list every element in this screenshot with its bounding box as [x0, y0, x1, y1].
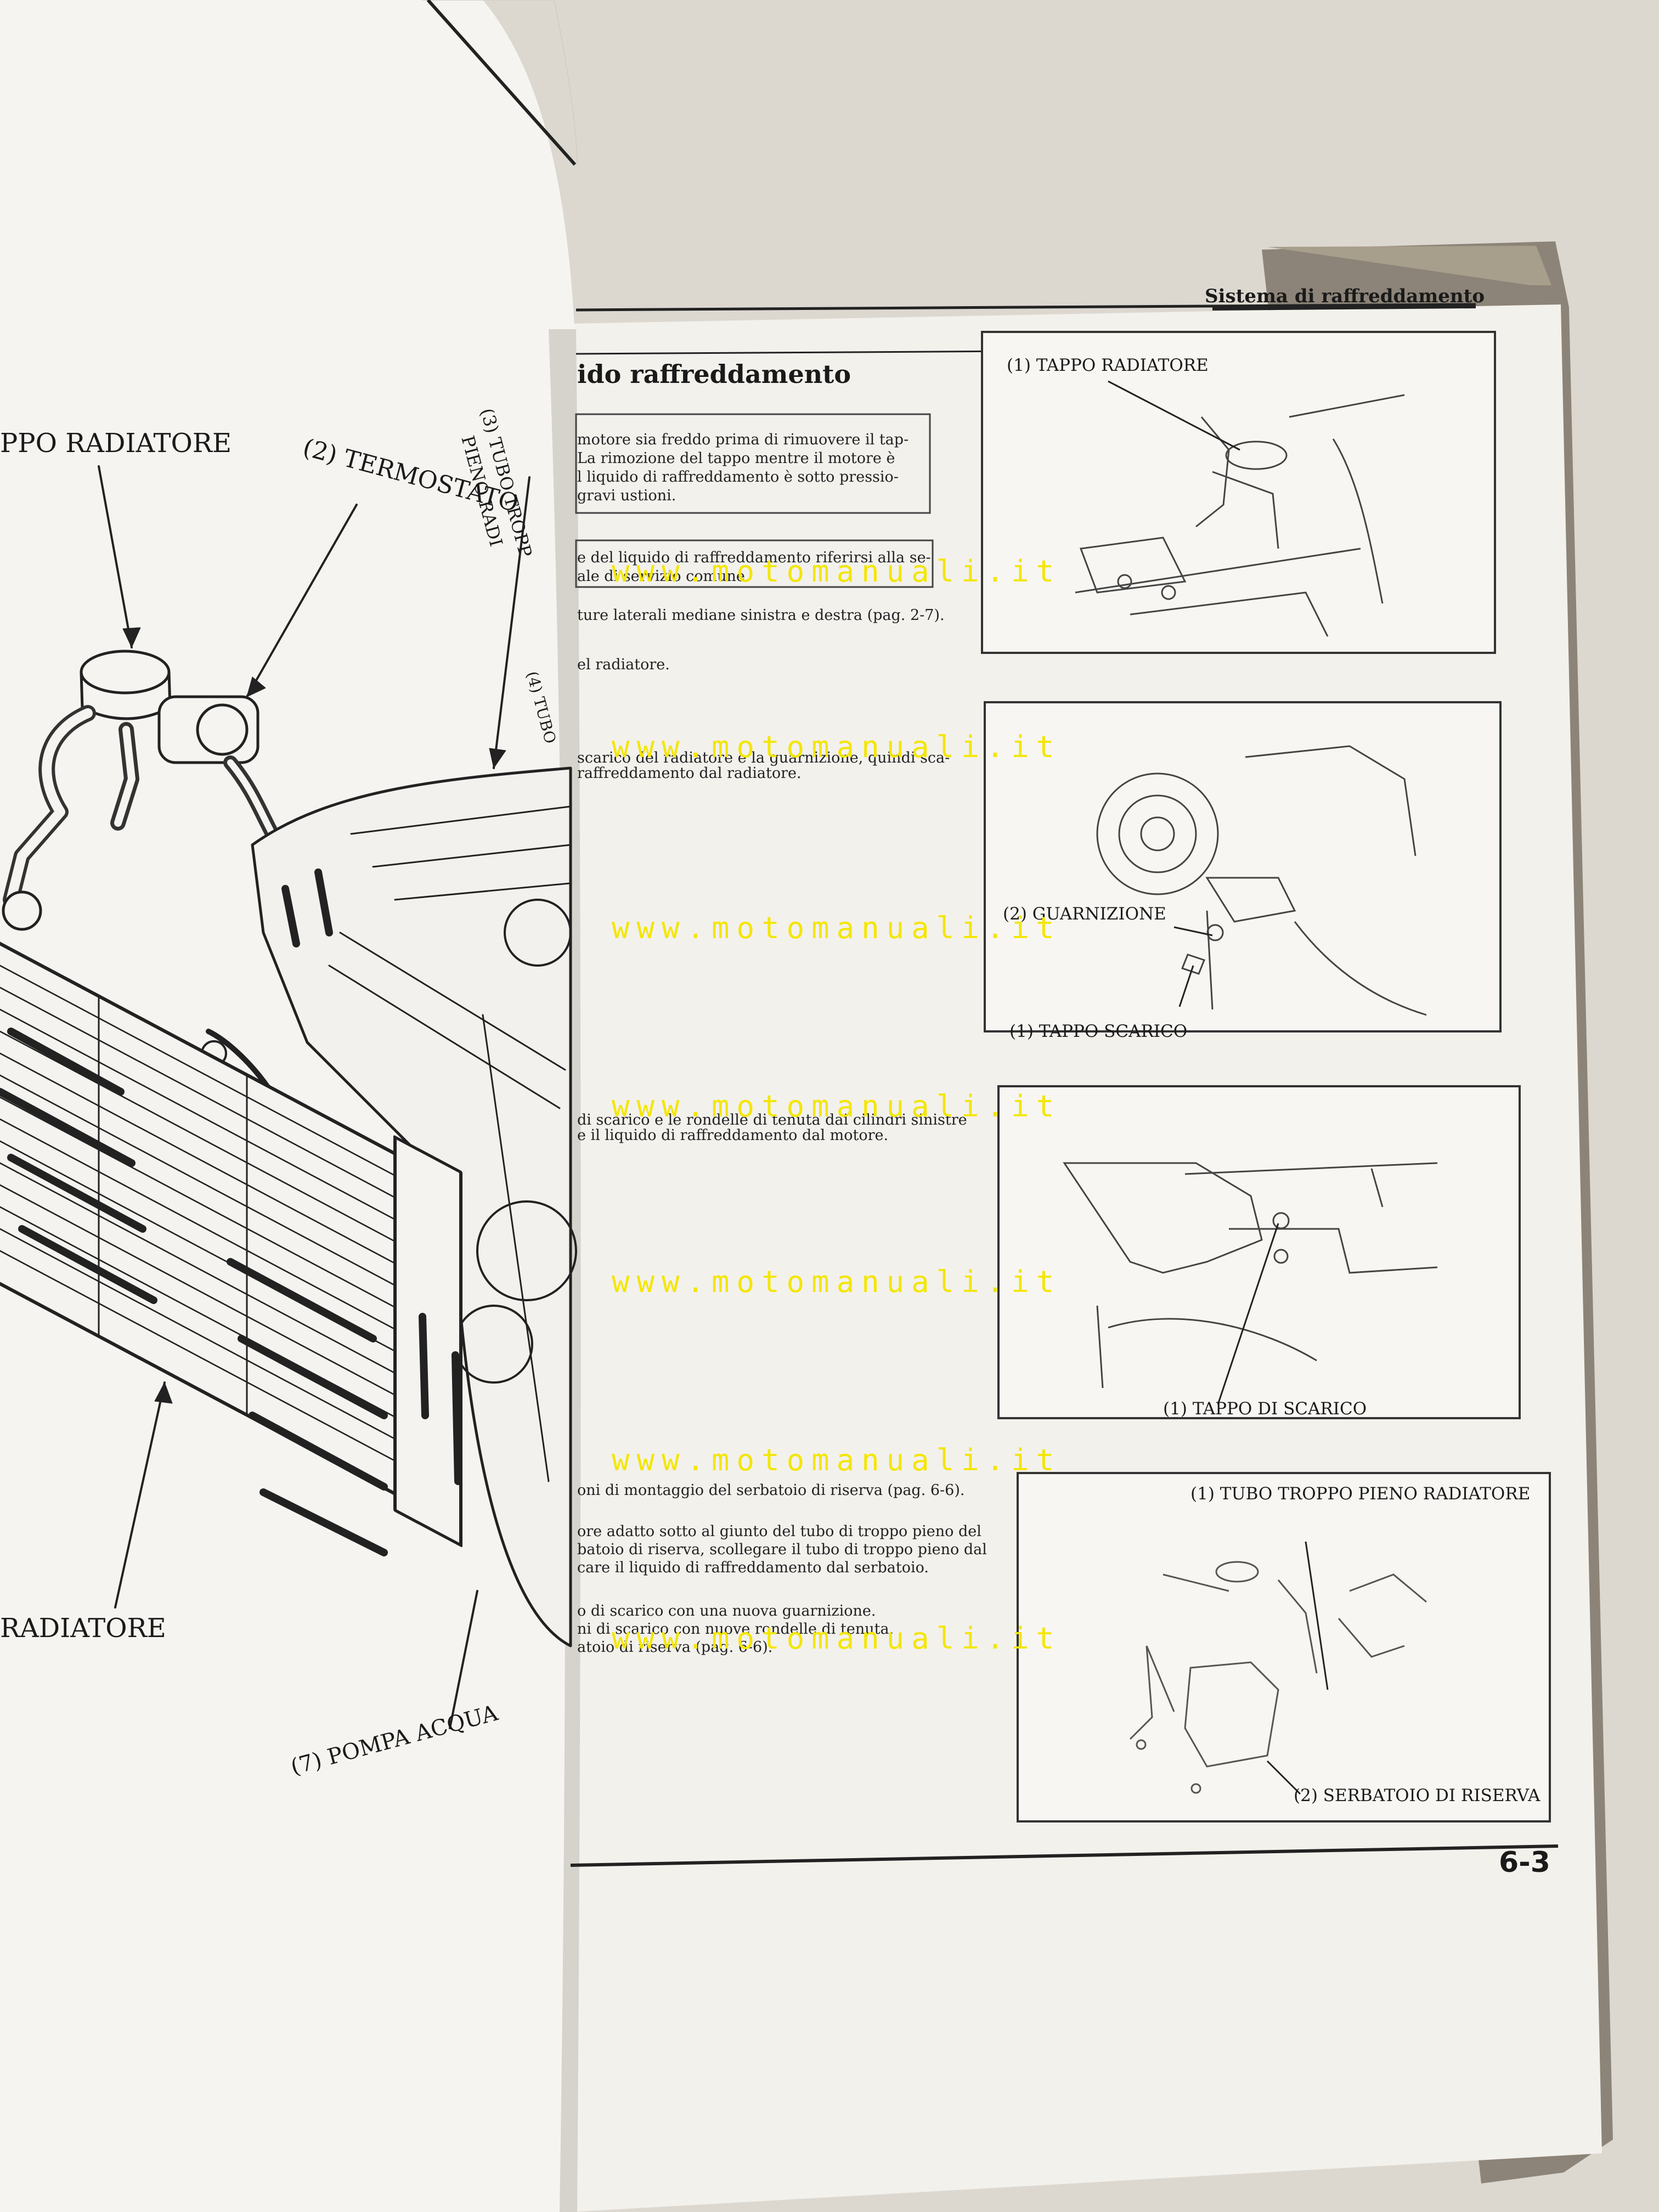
right-page-content — [570, 303, 1559, 1867]
watermark: www.motomanuali.it — [612, 1089, 1062, 1124]
step-line: o di scarico con una nuova guarnizione. — [577, 1602, 876, 1620]
step-line: batoio di riserva, scollegare il tubo di… — [577, 1541, 987, 1558]
section-title: ido raffreddamento — [577, 359, 851, 389]
figure-2-label-tappo-scarico: (1) TAPPO SCARICO — [1009, 1022, 1188, 1041]
label-tappo-radiatore: PPO RADIATORE — [0, 428, 232, 459]
figure-2-frame — [984, 701, 1502, 1032]
warning-line: La rimozione del tappo mentre il motore … — [577, 450, 895, 467]
figure-3-label: (1) TAPPO DI SCARICO — [1163, 1399, 1367, 1419]
watermark: www.motomanuali.it — [612, 554, 1062, 589]
figure-4-label-tubo: (1) TUBO TROPPO PIENO RADIATORE — [1190, 1484, 1531, 1504]
figure-1-frame — [981, 331, 1496, 654]
running-header: Sistema di raffreddamento — [1205, 285, 1485, 307]
step-line: ture laterali mediane sinistra e destra … — [577, 607, 945, 624]
cooling-system-illustration — [0, 465, 577, 1729]
note-line: ale di servizio comune. — [577, 568, 750, 585]
warning-line: l liquido di raffreddamento è sotto pres… — [577, 469, 899, 486]
warning-line: motore sia freddo prima di rimuovere il … — [577, 431, 909, 448]
figure-2-label-guarnizione: (2) GUARNIZIONE — [1003, 904, 1166, 924]
figure-4-label-serbatoio: (2) SERBATOIO DI RISERVA — [1294, 1786, 1541, 1805]
step-line: ore adatto sotto al giunto del tubo di t… — [577, 1523, 981, 1540]
step-line: e il liquido di raffreddamento dal motor… — [577, 1127, 889, 1144]
warning-line: gravi ustioni. — [577, 487, 676, 504]
step-line: el radiatore. — [577, 656, 670, 673]
note-line: e del liquido di raffreddamento riferirs… — [577, 549, 931, 566]
watermark: www.motomanuali.it — [612, 1621, 1062, 1656]
figure-1-label: (1) TAPPO RADIATORE — [1007, 356, 1209, 375]
step-line: raffreddamento dal radiatore. — [577, 765, 802, 782]
step-line: ni di scarico con nuove rondelle di tenu… — [577, 1621, 894, 1638]
step-line: oni di montaggio del serbatoio di riserv… — [577, 1482, 965, 1499]
watermark: www.motomanuali.it — [612, 1265, 1062, 1299]
step-line: di scarico e le rondelle di tenuta dai c… — [577, 1111, 967, 1128]
step-line: scarico del radiatore e la guarnizione, … — [577, 749, 950, 766]
watermark: www.motomanuali.it — [612, 730, 1062, 764]
step-line: atoio di riserva (pag. 6-6). — [577, 1639, 773, 1656]
label-radiatore: RADIATORE — [0, 1613, 166, 1644]
page-number: 6-3 — [1499, 1846, 1550, 1879]
figure-4-frame — [1017, 1472, 1551, 1822]
figure-3-frame — [997, 1085, 1521, 1419]
watermark: www.motomanuali.it — [612, 911, 1062, 945]
step-line: care il liquido di raffreddamento dal se… — [577, 1559, 929, 1576]
watermark: www.motomanuali.it — [612, 1443, 1062, 1477]
